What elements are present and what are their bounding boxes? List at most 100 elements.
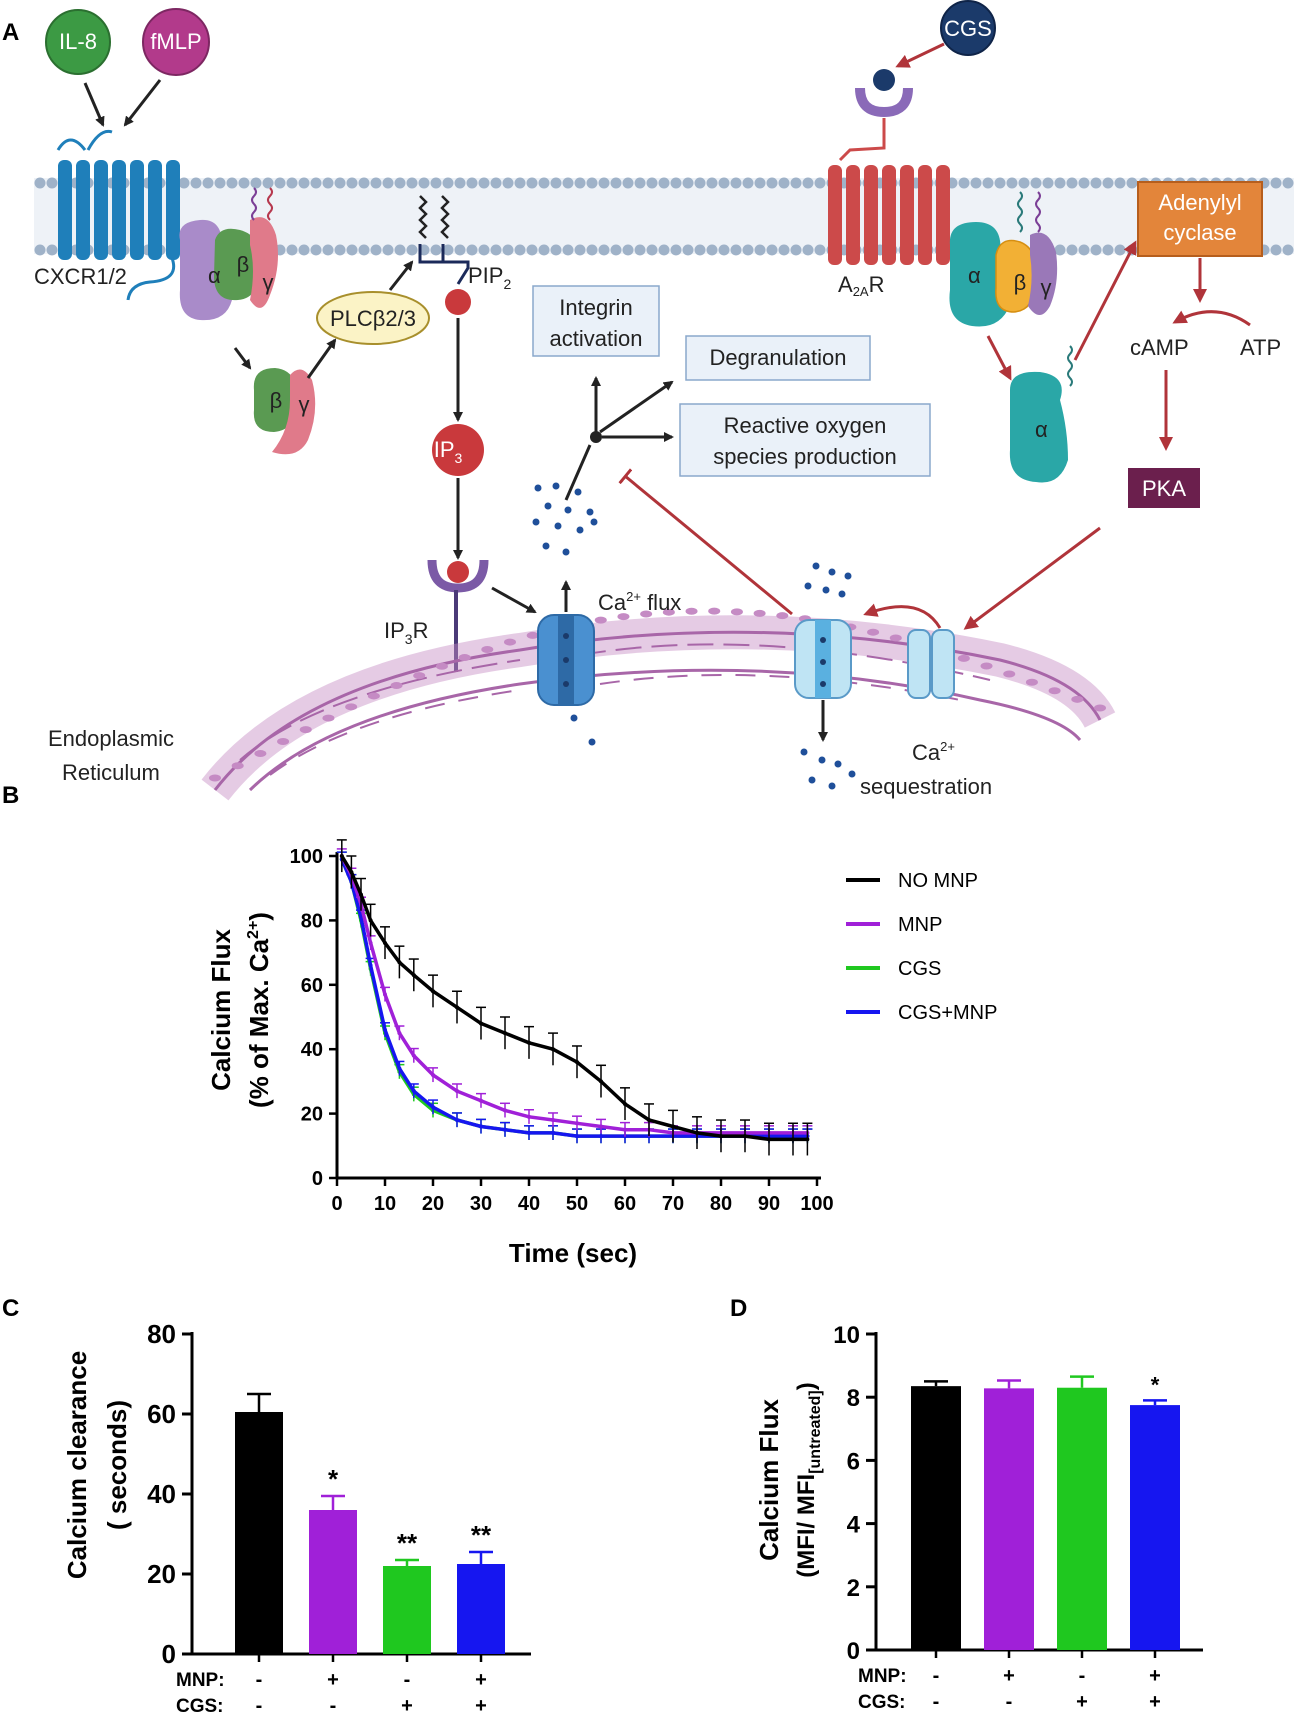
ca-sequestration-label: Ca2+: [912, 739, 955, 765]
calcium-ions: [532, 482, 856, 790]
row-value: -: [404, 1669, 411, 1691]
phospholipid-head: [1114, 244, 1126, 256]
branch-node: [590, 431, 602, 443]
legend-label: CGS+MNP: [898, 1002, 997, 1024]
phospholipid-head: [766, 177, 778, 189]
phospholipid-head: [682, 244, 694, 256]
g-protein-right: α β γ: [949, 191, 1058, 327]
row-value: -: [933, 1691, 940, 1713]
phospholipid-head: [406, 177, 418, 189]
phospholipid-head: [238, 177, 250, 189]
y-tick-label: 0: [162, 1639, 176, 1669]
phospholipid-head: [730, 244, 742, 256]
phospholipid-head: [1090, 244, 1102, 256]
panel-d-ylabel-2: (MFI/ MFI[untreated]): [793, 1382, 824, 1578]
legend-label: CGS: [898, 958, 941, 980]
arrow: [233, 347, 252, 370]
row-label: MNP:: [858, 1666, 907, 1687]
bar-mnp: [309, 1510, 357, 1654]
calcium-ion: [822, 586, 830, 594]
phospholipid-head: [394, 177, 406, 189]
er-ribosome: [662, 608, 675, 616]
phospholipid-head: [634, 244, 646, 256]
panel-a-label: A: [2, 19, 19, 46]
er-ribosome: [730, 608, 743, 616]
er-ribosome: [231, 762, 244, 770]
er-ribosome: [1094, 704, 1106, 712]
gamma-right-label: γ: [1041, 275, 1052, 300]
phospholipid-head: [514, 244, 526, 256]
phospholipid-head: [334, 244, 346, 256]
phospholipid-head: [418, 177, 430, 189]
row-label: CGS:: [176, 1696, 224, 1717]
calcium-ion: [828, 782, 836, 790]
phospholipid-head: [646, 177, 658, 189]
phospholipid-head: [442, 244, 454, 256]
er-ribosome: [481, 645, 494, 653]
arrow: [1073, 240, 1137, 361]
phospholipid-head: [1054, 177, 1066, 189]
degranulation-box: [685, 335, 871, 381]
g-alpha-activated: α: [1009, 345, 1073, 483]
phospholipid-head: [694, 244, 706, 256]
adenylyl-label-1: Adenylyl: [1158, 190, 1241, 215]
phospholipid-head: [478, 244, 490, 256]
phospholipid-head: [814, 244, 826, 256]
il8-ligand: [45, 9, 111, 75]
er-ribosome: [1003, 670, 1016, 678]
row-label: MNP:: [176, 1670, 225, 1691]
phospholipid-head: [454, 177, 466, 189]
phospholipid-head: [226, 177, 238, 189]
panel-b-x-tick-label: 10: [374, 1193, 396, 1215]
calcium-ion: [590, 518, 598, 526]
panel-b-x-tick-label: 0: [331, 1193, 342, 1215]
phospholipid-head: [526, 177, 538, 189]
panel-b-x-tick-label: 40: [518, 1193, 540, 1215]
phospholipid-head: [346, 177, 358, 189]
phospholipid-head: [622, 177, 634, 189]
calcium-ion: [848, 770, 856, 778]
calcium-ion: [576, 526, 584, 534]
ip3-label: IP3: [434, 437, 463, 466]
calcium-ion: [800, 748, 808, 756]
pka-box: [1128, 468, 1200, 508]
row-value: +: [1149, 1665, 1161, 1687]
phospholipid-head: [322, 244, 334, 256]
phospholipid-head: [1270, 244, 1282, 256]
row-value: -: [256, 1695, 263, 1717]
phospholipid-head: [778, 244, 790, 256]
phospholipid-head: [406, 244, 418, 256]
er-ribosome: [708, 607, 721, 615]
er-ribosome: [504, 638, 516, 646]
y-tick-label: 8: [847, 1385, 860, 1412]
phospholipid-head: [490, 244, 502, 256]
er-ribosome: [345, 703, 358, 711]
bar-mnp: [984, 1388, 1034, 1650]
arrow: [986, 335, 1012, 381]
phospholipid-head: [670, 244, 682, 256]
phospholipid-head: [610, 177, 622, 189]
panel-c-label: C: [2, 1295, 19, 1322]
calcium-ion: [562, 548, 570, 556]
plc-label: PLCβ2/3: [330, 306, 416, 331]
adenylyl-cyclase-box: [1137, 181, 1263, 257]
phospholipid-head: [1078, 177, 1090, 189]
panel-b-series-cgs-mnp: [336, 851, 813, 1144]
phospholipid-head: [670, 177, 682, 189]
er-ribosome: [957, 654, 970, 662]
y-tick-label: 4: [847, 1512, 861, 1539]
phospholipid-head: [610, 244, 622, 256]
ca-sequestration-label-2: sequestration: [860, 774, 992, 799]
calcium-ion: [564, 506, 572, 514]
inhibition-line: [618, 468, 793, 616]
panel-c-ylabel-2: ( seconds): [102, 1400, 132, 1530]
phospholipid-head: [1006, 177, 1018, 189]
phospholipid-head: [46, 177, 58, 189]
phospholipid-head: [562, 244, 574, 256]
phospholipid-head: [1054, 244, 1066, 256]
significance-marker: **: [397, 1528, 418, 1558]
row-value: +: [475, 1695, 487, 1717]
er-ribosome: [1025, 678, 1038, 686]
panel-b-x-tick-label: 50: [566, 1193, 588, 1215]
